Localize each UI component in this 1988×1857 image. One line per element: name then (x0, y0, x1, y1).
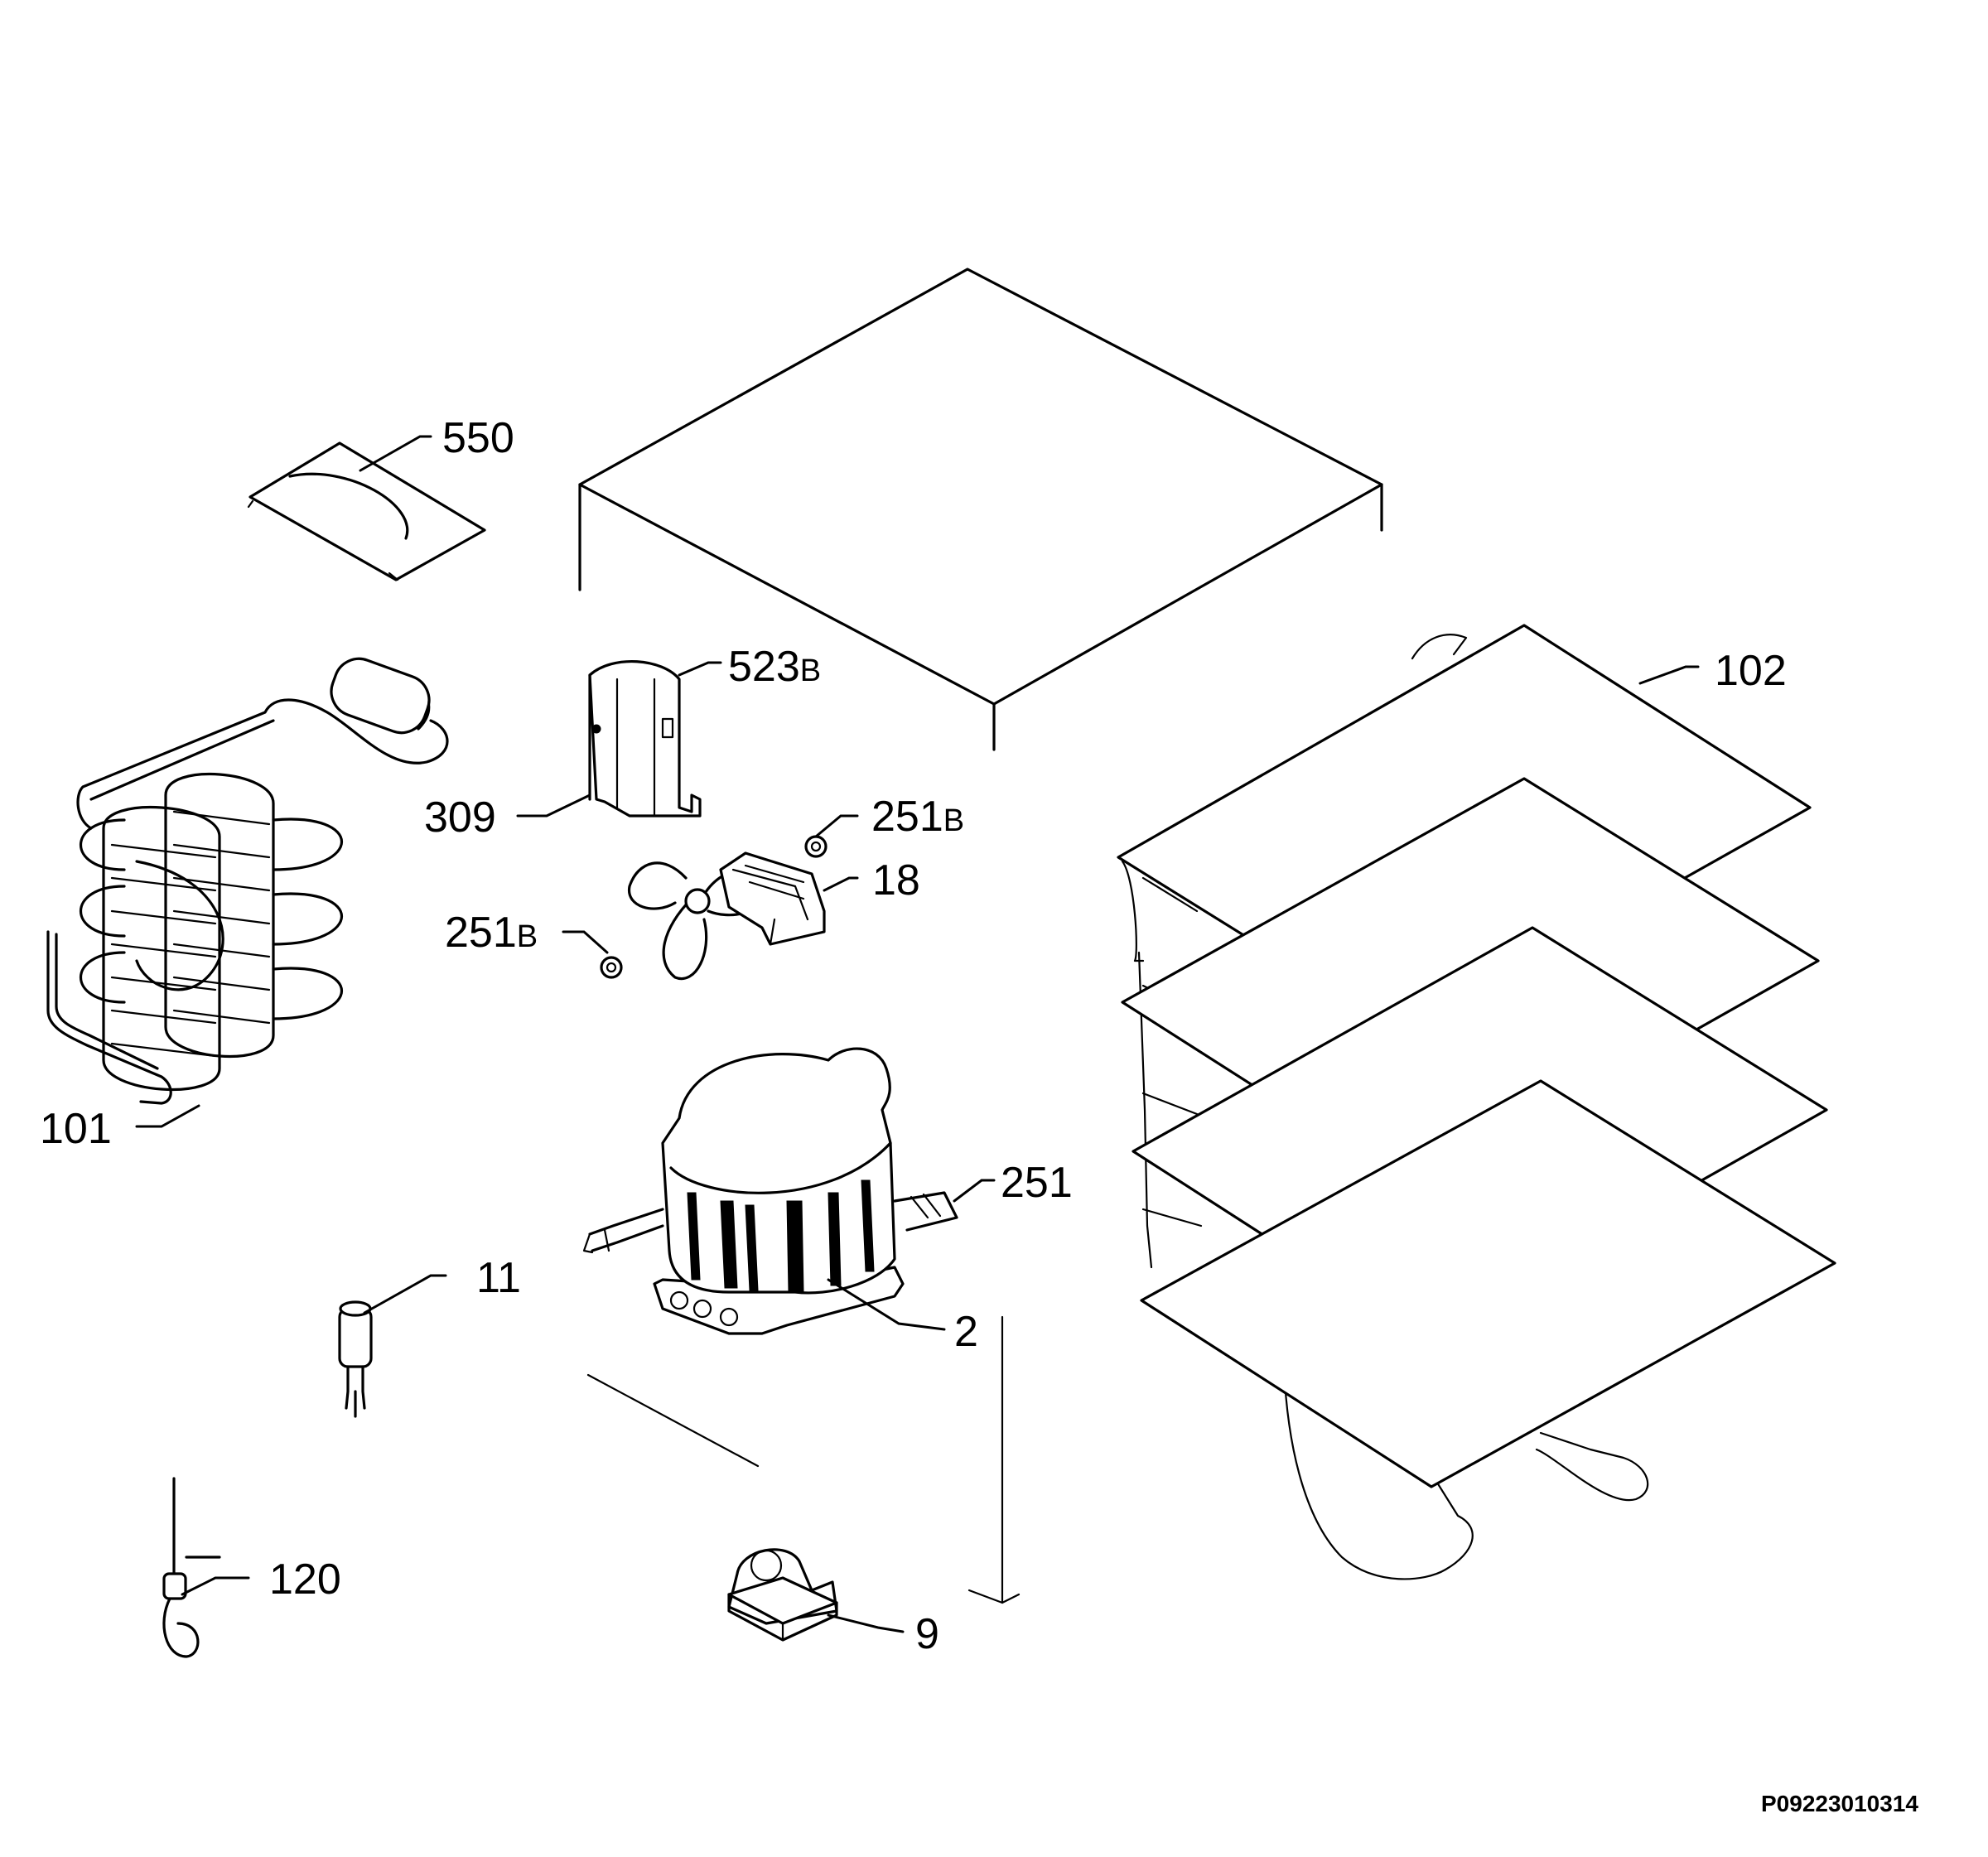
diagram-reference-code: P09223010314 (1761, 1791, 1918, 1816)
part-102-evaporator-shelves (1117, 624, 1836, 1580)
label-11: 11 (476, 1254, 521, 1302)
label-523b: 523B (728, 643, 821, 691)
label-251b-top: 251B (871, 793, 964, 841)
label-102: 102 (1715, 647, 1787, 695)
part-550-cover-plate (247, 441, 486, 581)
part-2-compressor (582, 1047, 958, 1335)
part-9-terminal-clip (727, 1548, 838, 1642)
part-101-condenser (46, 657, 449, 1105)
part-120-sensor (162, 1477, 221, 1658)
part-523b-relay-cover (588, 660, 702, 818)
label-550: 550 (442, 414, 514, 462)
label-18: 18 (872, 856, 920, 904)
part-18-fan-motor (628, 851, 826, 981)
part-251b-grommet-top (804, 835, 828, 858)
cabinet-top-cover (578, 268, 1383, 751)
label-9: 9 (915, 1610, 939, 1658)
label-120: 120 (269, 1556, 341, 1604)
part-11-relay (338, 1300, 373, 1418)
part-labels: 550 523B 102 309 251B 18 251B 101 251 11… (40, 414, 1787, 1658)
label-101: 101 (40, 1105, 112, 1153)
assembly-lines (586, 1315, 1021, 1604)
leader-lines (135, 435, 1700, 1633)
part-251b-grommet-left (600, 956, 623, 979)
label-251b-left: 251B (445, 909, 538, 957)
label-2: 2 (954, 1308, 978, 1356)
label-251: 251 (1001, 1159, 1073, 1207)
label-309: 309 (424, 793, 496, 842)
